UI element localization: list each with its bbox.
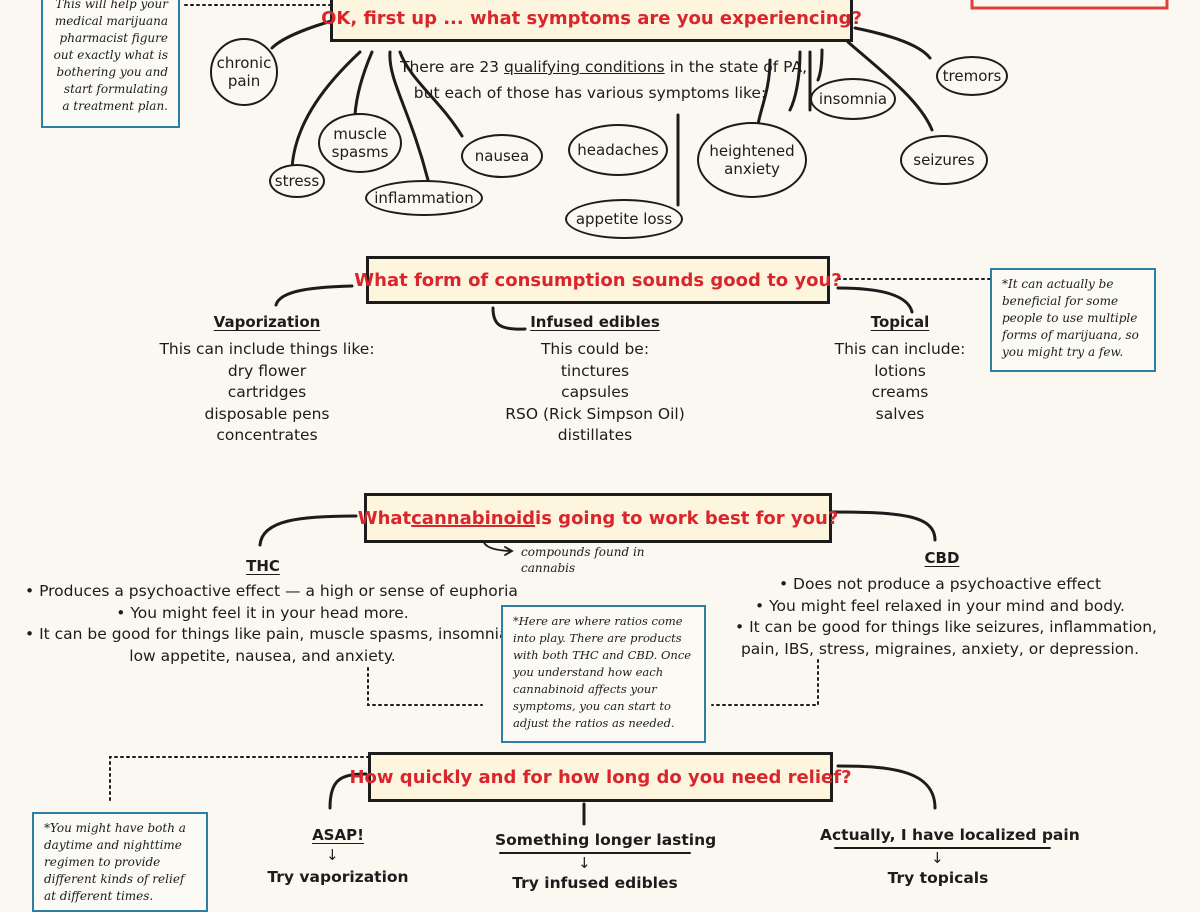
cbd-title: CBD — [924, 549, 960, 567]
ratios-note-text: Here are where ratios come into play. Th… — [513, 614, 692, 730]
symptoms-note: This will help your medical marijuana ph… — [41, 0, 180, 128]
symptom-appetite-loss: appetite loss — [565, 199, 683, 239]
regimen-note: *You might have both a daytime and night… — [32, 812, 208, 912]
question-relief-text: How quickly and for how long do you need… — [349, 766, 852, 788]
symptom-label: nausea — [474, 147, 530, 165]
down-arrow-icon: ↓ — [326, 846, 339, 864]
try-topicals: Try topicals — [887, 869, 989, 887]
cannabinoid-definition: compounds found in cannabis — [521, 545, 645, 575]
symptom-label: seizures — [913, 151, 975, 169]
intro-text-a: There are 23 — [400, 58, 504, 76]
symptom-label: chronic pain — [216, 54, 272, 90]
symptom-label: stress — [274, 172, 320, 190]
qualifying-conditions-link: qualifying conditions — [503, 58, 665, 76]
symptom-label: inflammation — [374, 189, 474, 207]
down-arrow-icon: ↓ — [931, 849, 944, 867]
topical-list: This can include: lotions creams salves — [800, 339, 1000, 425]
infused-edibles-title: Infused edibles — [530, 313, 660, 331]
list-item: creams — [871, 383, 929, 401]
symptom-insomnia: insomnia — [810, 78, 896, 120]
list-item: concentrates — [216, 426, 318, 444]
intro-text-b: in the state of PA, — [664, 58, 808, 76]
localized-pain-title: Actually, I have localized pain — [820, 826, 1080, 844]
symptom-label: heightened anxiety — [709, 142, 795, 178]
cbd-bullet: • Does not produce a psychoactive effect — [778, 575, 1102, 593]
list-item: dry flower — [227, 361, 307, 380]
symptom-label: headaches — [577, 141, 659, 159]
question-cannabinoid: What cannabinoid is going to work best f… — [358, 493, 838, 543]
intro-text-line2: but each of those has various symptoms l… — [413, 84, 767, 102]
vaporization-lead: This can include things like: — [159, 340, 375, 358]
symptom-label: appetite loss — [575, 210, 673, 228]
symptom-label: insomnia — [818, 90, 888, 108]
symptom-headaches: headaches — [568, 124, 668, 176]
question-consumption: What form of consumption sounds good to … — [354, 256, 842, 304]
list-item: tinctures — [560, 361, 630, 380]
consumption-note: *It can actually be beneficial for some … — [990, 268, 1156, 372]
symptom-heightened-anxiety: heightened anxiety — [697, 122, 807, 198]
try-infused-edibles: Try infused edibles — [512, 874, 678, 892]
symptoms-intro: There are 23 qualifying conditions in th… — [400, 54, 807, 106]
edibles-lead: This could be: — [540, 340, 650, 358]
question-relief: How quickly and for how long do you need… — [349, 752, 852, 802]
ratios-note: *Here are where ratios come into play. T… — [501, 605, 706, 743]
symptom-label: tremors — [942, 67, 1002, 85]
vaporization-list: This can include things like: dry flower… — [147, 339, 387, 447]
cbd-bullet: • It can be good for things like seizure… — [735, 618, 1157, 636]
down-arrow-icon: ↓ — [578, 854, 591, 872]
question-cannabinoid-a: What — [357, 507, 412, 529]
symptom-inflammation: inflammation — [365, 180, 483, 216]
list-item: cartridges — [227, 383, 307, 401]
list-item: lotions — [874, 361, 926, 380]
question-consumption-text: What form of consumption sounds good to … — [354, 269, 842, 291]
topical-lead: This can include: — [834, 340, 966, 358]
list-item: salves — [875, 404, 925, 423]
thc-bullet: • You might feel it in your head more. — [116, 603, 409, 622]
list-item: disposable pens — [204, 404, 330, 423]
asap-title: ASAP! — [312, 826, 364, 844]
regimen-note-text: You might have both a daytime and nightt… — [44, 821, 186, 903]
edibles-list: This could be: tinctures capsules RSO (R… — [475, 339, 715, 447]
topical-title: Topical — [870, 313, 930, 331]
symptom-chronic-pain: chronic pain — [210, 38, 278, 106]
try-vaporization: Try vaporization — [267, 868, 409, 886]
cannabinoid-term: cannabinoid — [411, 507, 536, 529]
symptom-nausea: nausea — [461, 134, 543, 178]
thc-bullet: • Produces a psychoactive effect — a hig… — [25, 582, 518, 600]
thc-bullet: low appetite, nausea, and anxiety. — [129, 646, 396, 665]
symptom-muscle-spasms: muscle spasms — [318, 113, 402, 173]
thc-bullet: • It can be good for things like pain, m… — [25, 625, 514, 643]
question-cannabinoid-b: is going to work best for you? — [535, 507, 839, 529]
symptom-seizures: seizures — [900, 135, 988, 185]
symptoms-note-text: This will help your medical marijuana ph… — [53, 0, 168, 113]
list-item: capsules — [561, 383, 629, 401]
cbd-bullets: • Does not produce a psychoactive effect… — [735, 574, 1157, 660]
question-symptoms-text: OK, first up ... what symptoms are you e… — [321, 7, 862, 29]
symptom-tremors: tremors — [936, 56, 1008, 96]
vaporization-title: Vaporization — [213, 313, 321, 331]
consumption-note-text: It can actually be beneficial for some p… — [1002, 277, 1139, 359]
symptom-label: muscle spasms — [331, 125, 389, 161]
thc-title: THC — [246, 557, 280, 575]
list-item: RSO (Rick Simpson Oil) — [505, 404, 685, 423]
list-item: distillates — [557, 426, 633, 444]
question-symptoms: OK, first up ... what symptoms are you e… — [321, 0, 862, 42]
cbd-bullet: • You might feel relaxed in your mind an… — [755, 596, 1125, 615]
longer-lasting-title: Something longer lasting — [495, 831, 717, 849]
cbd-bullet: pain, IBS, stress, migraines, anxiety, o… — [740, 639, 1140, 658]
thc-bullets: • Produces a psychoactive effect — a hig… — [25, 581, 518, 667]
symptom-stress: stress — [269, 164, 325, 198]
